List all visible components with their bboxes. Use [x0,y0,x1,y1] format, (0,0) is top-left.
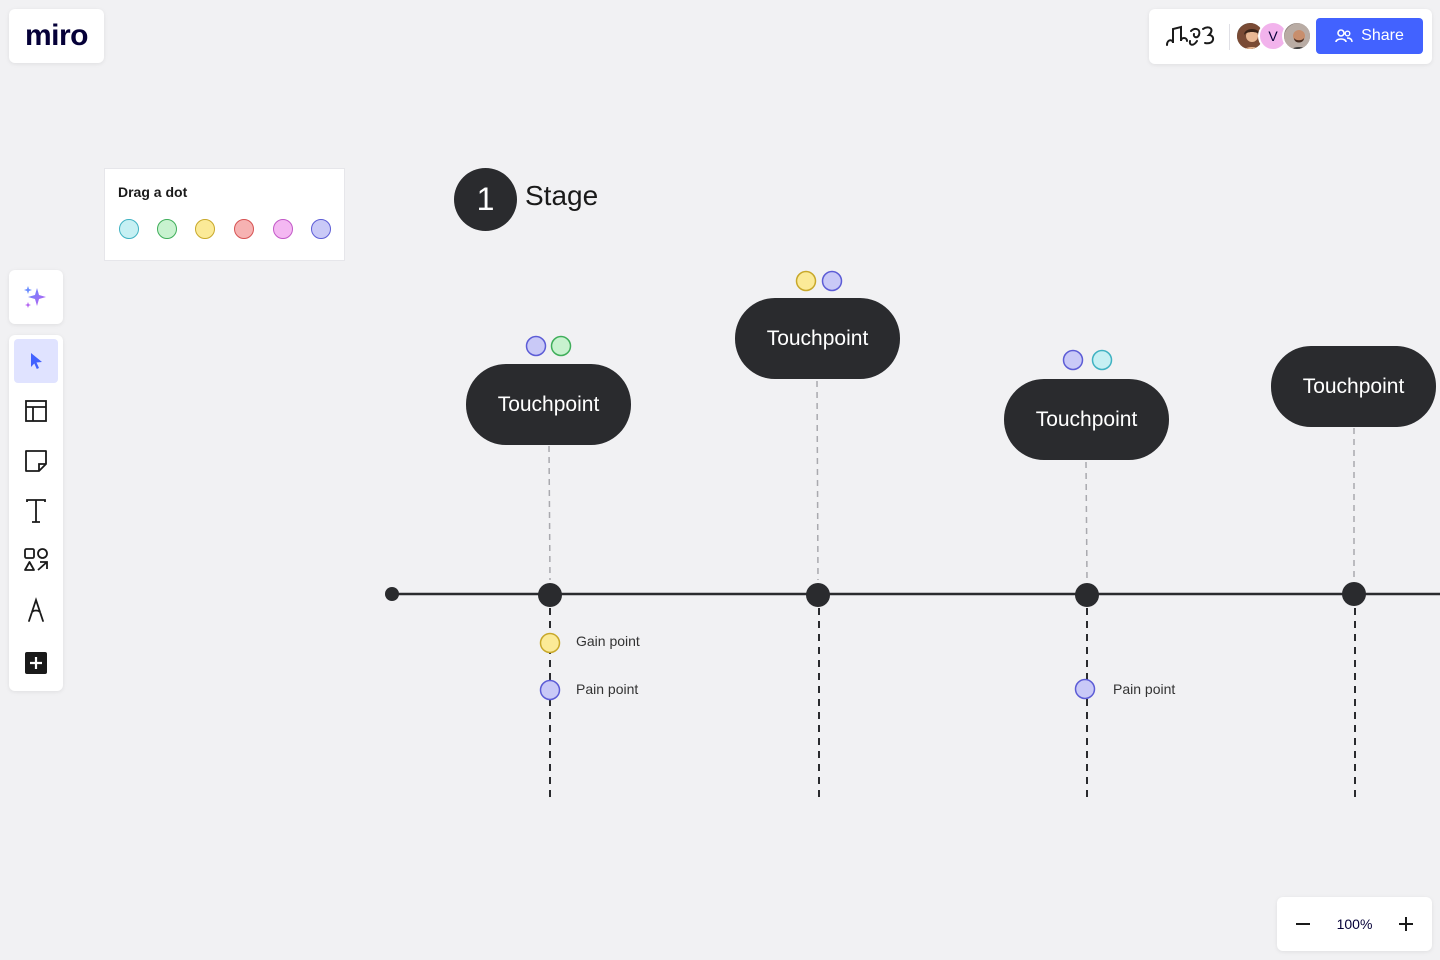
miro-logo[interactable]: miro [9,9,104,63]
gain-point-label[interactable]: Gain point [576,633,640,649]
timeline-node-1 [538,583,562,607]
stage-title[interactable]: Stage [525,180,599,211]
templates-icon [25,400,47,422]
timeline-node-3 [1075,583,1099,607]
zoom-level[interactable]: 100% [1336,916,1373,932]
timeline-node-4 [1342,582,1366,606]
board-reactions-icon[interactable] [1163,21,1217,51]
plus-icon [1399,917,1413,931]
collaboration-bar: V Share [1149,9,1432,64]
templates-tool[interactable] [14,389,58,433]
select-tool[interactable] [14,339,58,383]
touchpoint-3[interactable]: Touchpoint [1004,379,1169,460]
connector-1 [548,445,551,581]
connector-3 [1085,461,1088,581]
avatar[interactable] [1235,21,1265,51]
logo-text: miro [24,19,89,52]
text-tool[interactable] [14,489,58,533]
more-tools-button[interactable] [14,641,58,685]
zoom-out-button[interactable] [1291,912,1315,936]
dot-palette-title: Drag a dot [118,184,188,200]
palette-dot-cyan[interactable] [119,219,139,239]
tp3-dot-purple [1062,349,1084,371]
timeline-start-dot [385,587,399,601]
zoom-controls: 100% [1277,897,1432,951]
zoom-in-button[interactable] [1394,912,1418,936]
palette-dot-red[interactable] [234,219,254,239]
connector-2 [816,380,819,581]
shapes-icon [24,548,48,571]
touchpoint-1[interactable]: Touchpoint [466,364,631,445]
touchpoint-label: Touchpoint [766,326,869,350]
tp1-dot-green [550,335,572,357]
ai-assist-button[interactable] [9,270,63,324]
sticky-note-icon [25,450,47,472]
stage-number-badge[interactable]: 1 [454,168,517,231]
touchpoint-label: Touchpoint [1302,374,1405,398]
touchpoint-label: Touchpoint [497,392,600,416]
share-label: Share [1361,27,1404,44]
topbar-divider [1229,24,1230,50]
avatar-photo-icon [1284,23,1310,49]
avatar-photo-icon [1237,23,1263,49]
pen-tool[interactable] [14,588,58,632]
avatar-initial: V [1268,28,1278,44]
plus-square-icon [25,652,47,674]
tp3-dot-cyan [1091,349,1113,371]
pen-icon [28,597,44,622]
share-button[interactable]: Share [1316,18,1423,54]
tp2-dot-yellow [795,270,817,292]
sticky-note-tool[interactable] [14,439,58,483]
shapes-tool[interactable] [14,538,58,582]
tp1-dot-purple [525,335,547,357]
pain-point-label[interactable]: Pain point [1113,681,1176,697]
pain-point-label[interactable]: Pain point [576,681,639,697]
dot-palette: Drag a dot [104,168,345,261]
avatar[interactable]: V [1258,21,1288,51]
timeline-node-2 [806,583,830,607]
left-toolbar [9,335,63,691]
stage-number: 1 [476,181,495,217]
text-icon [26,499,46,523]
avatar[interactable] [1282,21,1312,51]
cursor-icon [31,353,42,369]
users-icon [1335,29,1353,43]
touchpoint-label: Touchpoint [1035,407,1138,431]
pain-point-dot-1 [539,679,561,701]
sparkles-icon [24,286,46,308]
tp2-dot-purple [821,270,843,292]
minus-icon [1296,923,1310,925]
pain-point-dot-2 [1074,678,1096,700]
gain-point-dot [539,632,561,654]
palette-dot-pink[interactable] [273,219,293,239]
palette-dot-purple[interactable] [311,219,331,239]
palette-dot-green[interactable] [157,219,177,239]
touchpoint-2[interactable]: Touchpoint [735,298,900,379]
touchpoint-4[interactable]: Touchpoint [1271,346,1436,427]
palette-dot-yellow[interactable] [195,219,215,239]
